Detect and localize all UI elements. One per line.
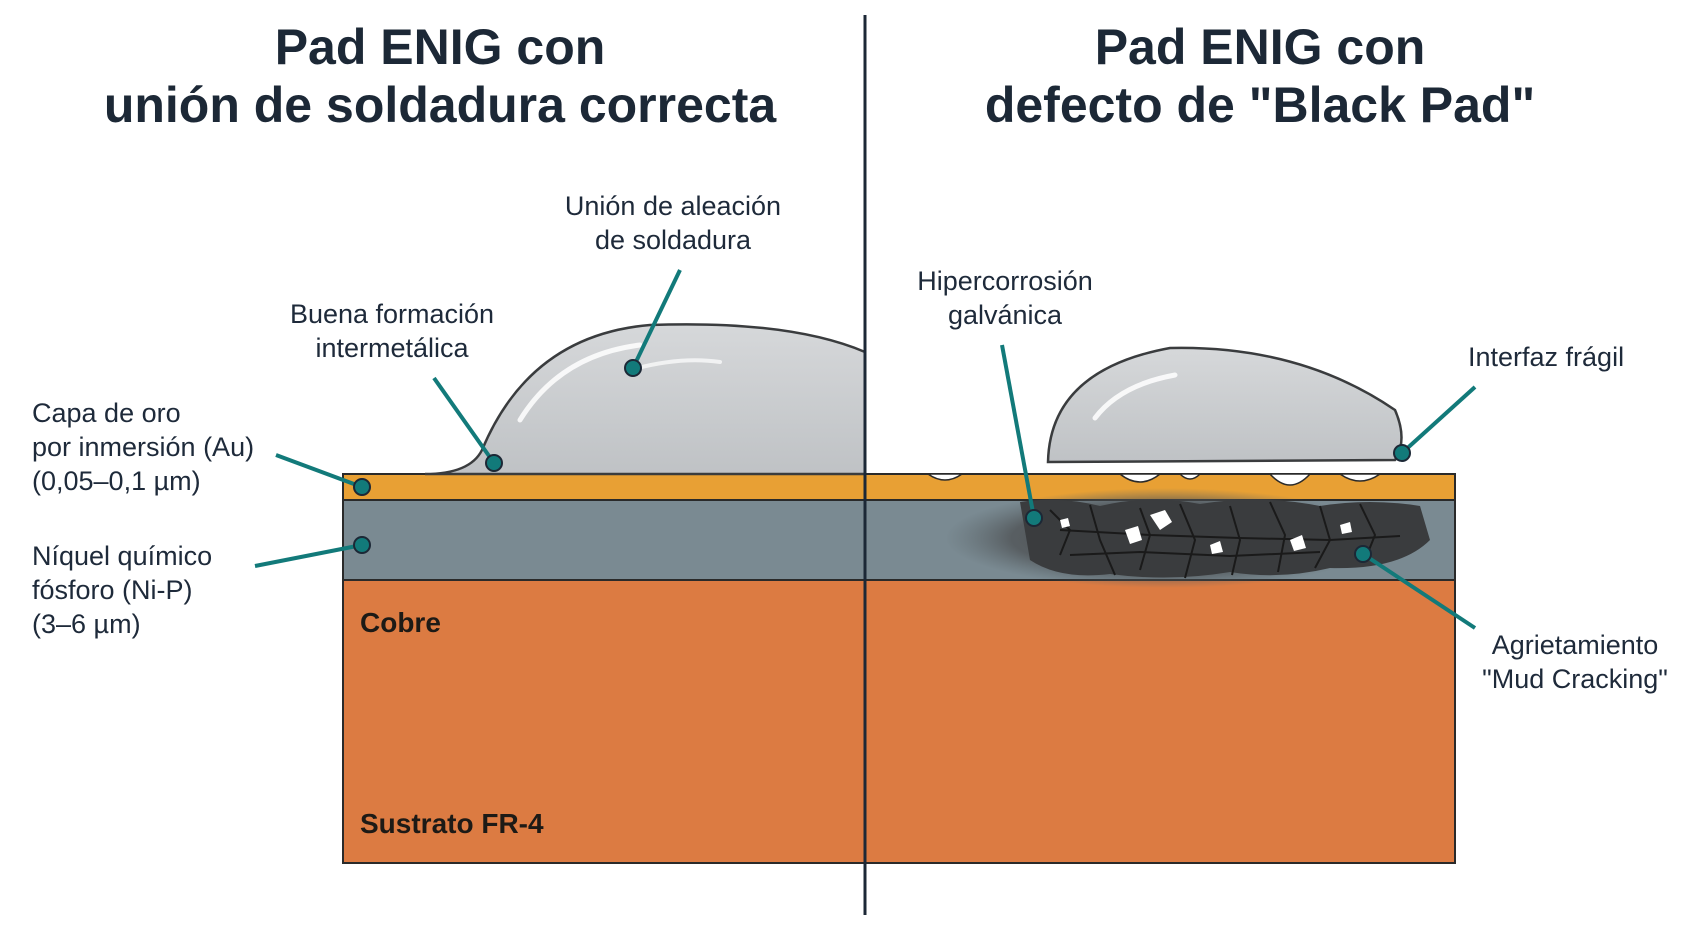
label-copper: Cobre	[360, 607, 441, 638]
label-mud-cracking: Agrietamiento "Mud Cracking"	[1482, 630, 1668, 694]
copper-layer	[342, 579, 1456, 864]
label-brittle-interface: Interfaz frágil	[1468, 342, 1625, 372]
label-hypercorrosion: Hipercorrosión galvánica	[917, 266, 1093, 330]
label-gold-layer: Capa de oro por inmersión (Au) (0,05–0,1…	[32, 398, 255, 496]
title-left-line2: unión de soldadura correcta	[103, 77, 777, 133]
label-substrate: Sustrato FR-4	[360, 808, 544, 839]
label-nickel-layer: Níquel químico fósforo (Ni-P) (3–6 µm)	[32, 541, 213, 639]
title-left-line1: Pad ENIG con	[274, 19, 606, 75]
callouts	[254, 269, 1477, 630]
title-right-line1: Pad ENIG con	[1094, 19, 1426, 75]
pitted-gold-surface	[925, 473, 1383, 486]
label-solder-alloy: Unión de aleación de soldadura	[564, 191, 782, 255]
title-black-pad: Pad ENIG con defecto de "Black Pad"	[880, 18, 1640, 134]
black-pad-solder-joint	[1046, 346, 1403, 464]
label-intermetallic: Buena formación intermetálica	[289, 299, 495, 363]
black-pad-corrosion	[945, 488, 1430, 588]
title-right-line2: defecto de "Black Pad"	[984, 77, 1536, 133]
good-solder-joint	[424, 323, 867, 476]
title-good-joint: Pad ENIG con unión de soldadura correcta	[60, 18, 820, 134]
